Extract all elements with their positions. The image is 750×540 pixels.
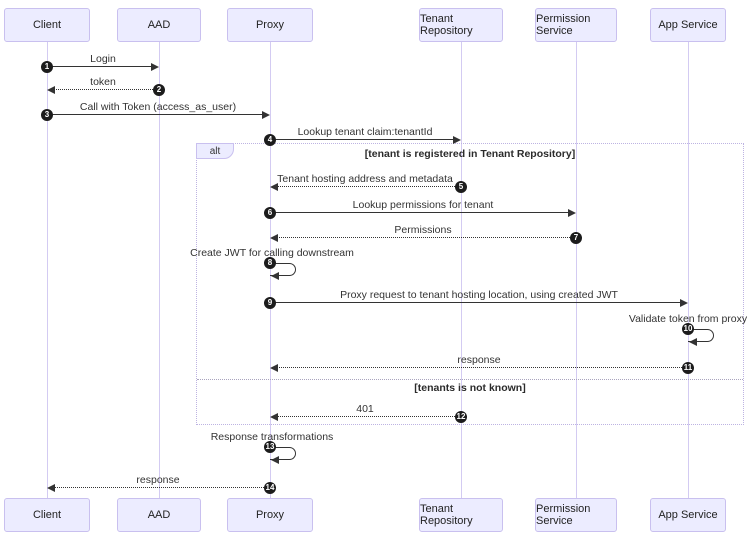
lifeline-tenant-repository [461, 42, 462, 498]
actor-bottom-client: Client [4, 498, 90, 532]
arrowhead [271, 272, 279, 280]
self-loop [688, 329, 714, 342]
alt-frame-operator-tab: alt [196, 143, 234, 159]
actor-bottom-proxy: Proxy [227, 498, 313, 532]
seq-number-badge: 8 [264, 257, 276, 269]
arrowhead [689, 338, 697, 346]
arrowhead [453, 136, 461, 144]
message-label: Lookup tenant claim:tenantId [297, 126, 433, 138]
message-label: Validate token from proxy [628, 313, 748, 325]
seq-number-badge: 3 [41, 109, 53, 121]
arrowhead [270, 413, 278, 421]
alt-frame: alt [tenant is registered in Tenant Repo… [196, 143, 744, 425]
actor-bottom-app-service: App Service [650, 498, 726, 532]
message-line [270, 212, 569, 213]
actor-top-proxy: Proxy [227, 8, 313, 42]
arrowhead [151, 63, 159, 71]
message-line [277, 237, 576, 238]
arrowhead [262, 111, 270, 119]
message-label: Response transformations [210, 431, 334, 443]
arrowhead [568, 209, 576, 217]
message-label: Login [90, 53, 116, 65]
self-loop [270, 263, 296, 276]
seq-number-badge: 12 [455, 411, 467, 423]
message-label: Create JWT for calling downstream [190, 247, 354, 259]
message-label: response [136, 474, 180, 486]
message-label: token [90, 76, 116, 88]
message-label: Tenant hosting address and metadata [277, 173, 453, 185]
message-label: Permissions [394, 224, 452, 236]
actor-top-client: Client [4, 8, 90, 42]
seq-number-badge: 9 [264, 297, 276, 309]
message-line [54, 487, 270, 488]
message-label: response [457, 354, 501, 366]
arrowhead [270, 234, 278, 242]
message-label: Call with Token (access_as_user) [79, 101, 237, 113]
lifeline-permission-service [576, 42, 577, 498]
message-line [270, 302, 681, 303]
actor-top-tenant-repository: Tenant Repository [419, 8, 503, 42]
seq-number-badge: 6 [264, 207, 276, 219]
message-line [277, 367, 688, 368]
seq-number-badge: 2 [153, 84, 165, 96]
actor-bottom-tenant-repository: Tenant Repository [419, 498, 503, 532]
arrowhead [47, 484, 55, 492]
arrowhead [680, 299, 688, 307]
actor-bottom-permission-service: Permission Service [535, 498, 617, 532]
message-line [277, 186, 461, 187]
seq-number-badge: 4 [264, 134, 276, 146]
seq-number-badge: 10 [682, 323, 694, 335]
message-line [54, 89, 159, 90]
self-loop [270, 447, 296, 460]
seq-number-badge: 14 [264, 482, 276, 494]
message-line [270, 139, 454, 140]
message-line [277, 416, 461, 417]
lifeline-aad [159, 42, 160, 498]
alt-condition-registered: [tenant is registered in Tenant Reposito… [364, 148, 576, 160]
actor-bottom-aad: AAD [117, 498, 201, 532]
message-label: Lookup permissions for tenant [352, 199, 494, 211]
message-label: Proxy request to tenant hosting location… [340, 289, 618, 301]
seq-number-badge: 13 [264, 441, 276, 453]
arrowhead [270, 183, 278, 191]
arrowhead [271, 456, 279, 464]
seq-number-badge: 11 [682, 362, 694, 374]
seq-number-badge: 1 [41, 61, 53, 73]
alt-frame-divider [197, 379, 743, 380]
seq-number-badge: 7 [570, 232, 582, 244]
message-line [47, 66, 152, 67]
actor-top-permission-service: Permission Service [535, 8, 617, 42]
arrowhead [270, 364, 278, 372]
lifeline-app-service [688, 42, 689, 498]
actor-top-aad: AAD [117, 8, 201, 42]
seq-number-badge: 5 [455, 181, 467, 193]
message-line [47, 114, 263, 115]
arrowhead [47, 86, 55, 94]
lifeline-client [47, 42, 48, 498]
actor-top-app-service: App Service [650, 8, 726, 42]
message-label: 401 [356, 403, 374, 415]
alt-condition-not-known: [tenants is not known] [414, 382, 526, 394]
